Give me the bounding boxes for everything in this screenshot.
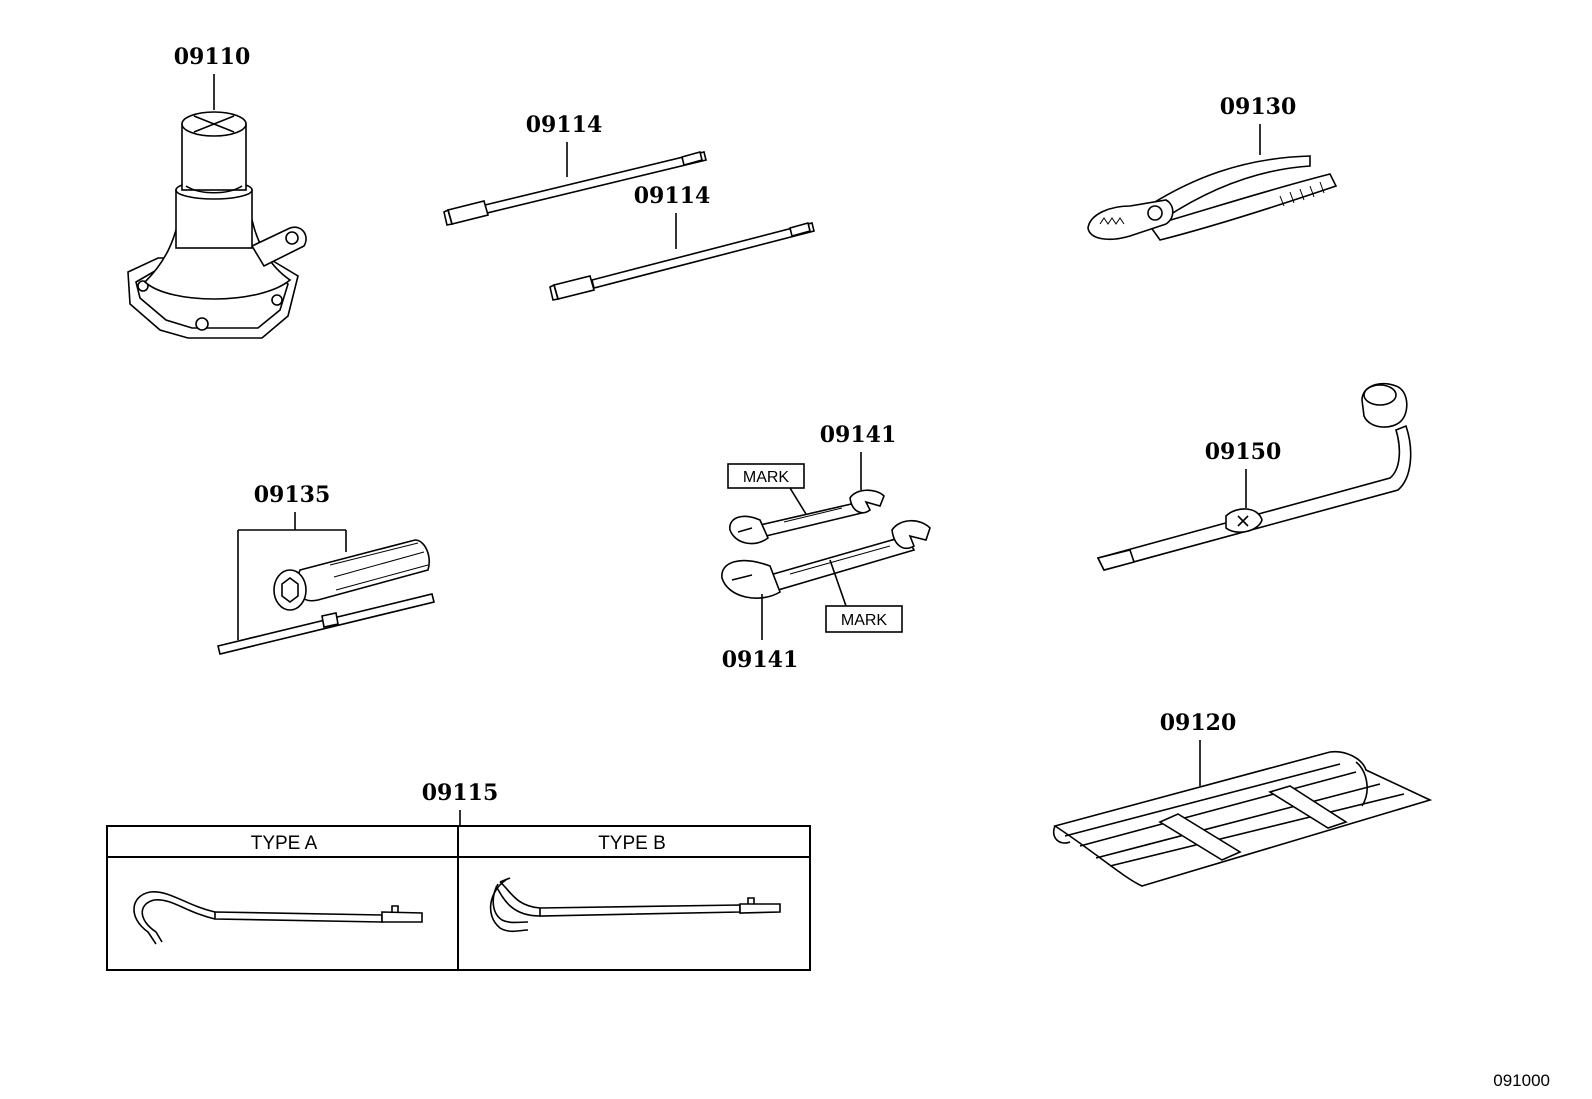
jack-handle-extension-2: 09114 bbox=[549, 183, 815, 301]
type-b-header: TYPE B bbox=[598, 833, 666, 854]
jack-handle-extension-1: 09114 bbox=[443, 112, 707, 226]
screwdriver-illustration: 09135 bbox=[217, 482, 435, 655]
mark-label-top: MARK bbox=[743, 469, 790, 486]
type-b-hook-illustration bbox=[489, 877, 781, 933]
figure-reference-number: 091000 bbox=[1493, 1071, 1550, 1090]
wrench-top-illustration: 09141 MARK bbox=[727, 422, 897, 545]
part-number-wrench-bottom: 09141 bbox=[722, 647, 799, 673]
part-number-tool-bag: 09120 bbox=[1160, 710, 1237, 736]
type-a-header: TYPE A bbox=[251, 833, 318, 854]
part-number-jack-handle-1: 09114 bbox=[526, 112, 603, 138]
part-number-jack: 09110 bbox=[174, 44, 251, 70]
jack-handle-hook-table: 09115 TYPE A TYPE B bbox=[106, 780, 811, 971]
part-number-pliers: 09130 bbox=[1220, 94, 1297, 120]
tool-bag-illustration: 09120 bbox=[1052, 710, 1433, 887]
wrench-bottom-illustration: MARK 09141 bbox=[721, 519, 931, 673]
jack-illustration: 09110 bbox=[127, 44, 307, 339]
lug-wrench-illustration: 09150 bbox=[1096, 382, 1412, 571]
part-number-jack-handle-2: 09114 bbox=[634, 183, 711, 209]
part-number-lug-wrench: 09150 bbox=[1205, 439, 1282, 465]
part-number-screwdriver: 09135 bbox=[254, 482, 331, 508]
part-number-jack-handle-hook: 09115 bbox=[422, 780, 499, 806]
type-a-hook-illustration bbox=[133, 891, 423, 945]
mark-label-box-top bbox=[727, 463, 805, 489]
pliers-illustration: 09130 bbox=[1087, 94, 1338, 241]
mark-label-box-bottom bbox=[825, 605, 903, 633]
part-number-wrench-top: 09141 bbox=[820, 422, 897, 448]
mark-label-bottom: MARK bbox=[841, 612, 888, 629]
